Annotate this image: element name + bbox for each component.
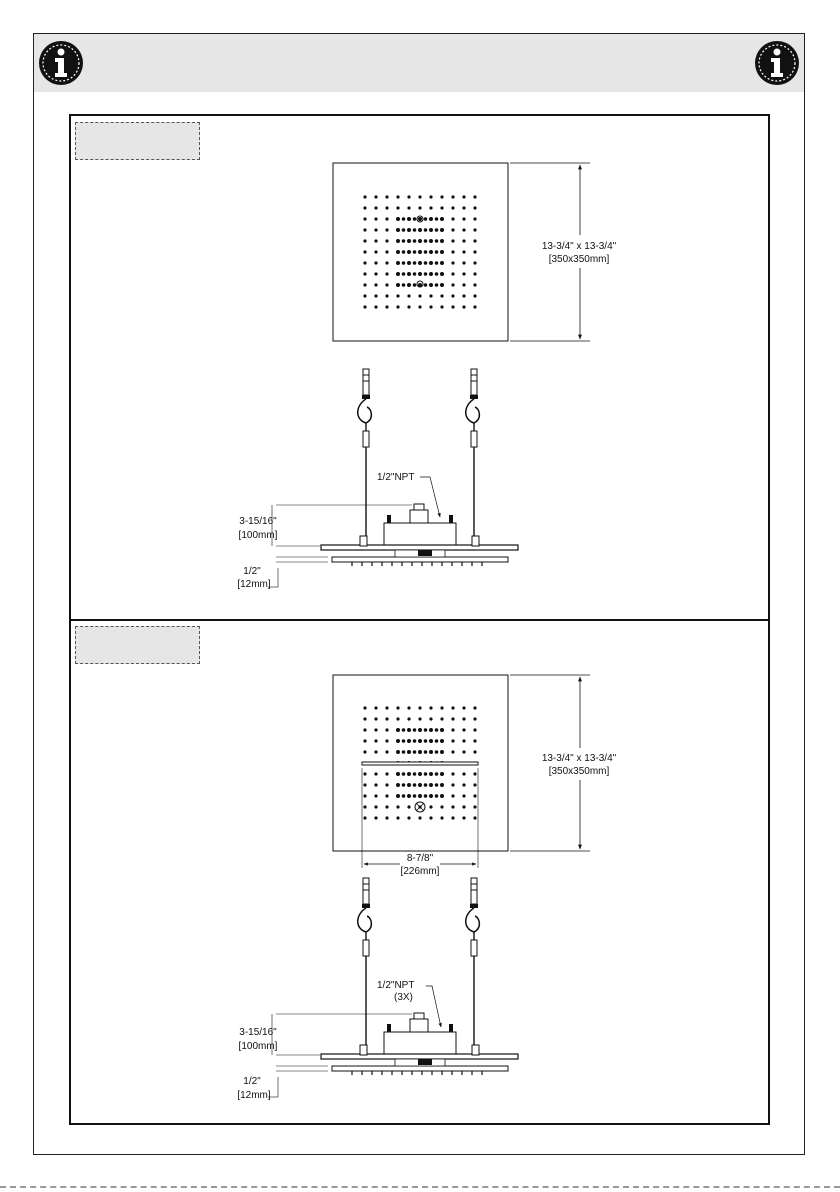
inlet-callout-2: 1/2"NPT (3X) <box>377 980 441 1027</box>
suspension-cable-left <box>358 878 372 1045</box>
size-label-metric: [350x350mm] <box>549 766 610 777</box>
size-dimension-2: 13-3/4" x 13-3/4" [350x350mm] <box>510 675 617 851</box>
page-edge-marker <box>0 1186 840 1188</box>
nozzle-grid <box>363 195 476 308</box>
height-label: 3-15/16" <box>239 516 277 527</box>
size-label-metric: [350x350mm] <box>549 254 610 265</box>
suspension-cable-left <box>358 369 372 536</box>
thickness-dimension-1: 1/2" [12mm] <box>237 557 328 590</box>
suspension-cable-right <box>466 369 480 536</box>
size-label: 13-3/4" x 13-3/4" <box>542 753 617 764</box>
size-label: 13-3/4" x 13-3/4" <box>542 241 617 252</box>
showerhead-side-view-2 <box>321 878 518 1075</box>
inlet-callout-1: 1/2"NPT <box>377 472 440 517</box>
showerhead-top-view-2 <box>333 675 508 851</box>
showerhead-top-view-1 <box>333 163 508 341</box>
inlet-label: 1/2"NPT <box>377 980 414 991</box>
size-dimension-1: 13-3/4" x 13-3/4" [350x350mm] <box>510 163 617 341</box>
thickness-label-metric: [12mm] <box>237 1090 271 1101</box>
height-label-metric: [100mm] <box>239 1041 278 1052</box>
inlet-label: 1/2"NPT <box>377 472 414 483</box>
suspension-cable-right <box>466 878 480 1045</box>
showerhead-side-view-1 <box>321 369 518 566</box>
thickness-label: 1/2" <box>243 1076 261 1087</box>
thickness-dimension-2: 1/2" [12mm] <box>237 1066 328 1101</box>
height-label: 3-15/16" <box>239 1027 277 1038</box>
inlet-count-label: (3X) <box>394 992 413 1003</box>
width-label: 8-7/8" <box>407 853 434 864</box>
thickness-label-metric: [12mm] <box>237 579 271 590</box>
thickness-label: 1/2" <box>243 566 261 577</box>
width-label-metric: [226mm] <box>401 866 440 877</box>
height-label-metric: [100mm] <box>239 530 278 541</box>
